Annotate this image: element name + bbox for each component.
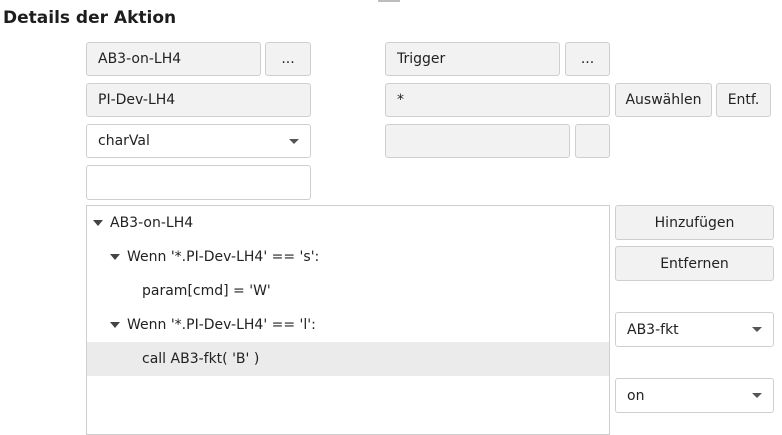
tree-node-label: call AB3-fkt( 'B' )	[142, 351, 260, 367]
remove-button[interactable]: Entfernen	[615, 246, 774, 281]
secondary-field[interactable]	[385, 124, 570, 158]
tree-node-root[interactable]: AB3-on-LH4	[87, 206, 609, 240]
add-button[interactable]: Hinzufügen	[615, 205, 774, 240]
tree-node-action-selected[interactable]: call AB3-fkt( 'B' )	[87, 342, 609, 376]
tree-node-label: param[cmd] = 'W'	[142, 283, 271, 299]
chevron-down-icon	[752, 393, 762, 398]
tree-node-label: AB3-on-LH4	[110, 215, 194, 231]
parameter-dropdown[interactable]: on	[615, 378, 774, 413]
tree-node-condition[interactable]: Wenn '*.PI-Dev-LH4' == 's':	[87, 240, 609, 274]
chevron-down-icon	[289, 138, 299, 144]
chevron-down-icon	[752, 327, 762, 332]
device-field[interactable]: PI-Dev-LH4	[86, 83, 311, 117]
action-tree[interactable]: AB3-on-LH4 Wenn '*.PI-Dev-LH4' == 's': p…	[86, 205, 610, 435]
triangle-down-icon[interactable]	[110, 254, 120, 260]
secondary-field-button[interactable]	[575, 124, 610, 158]
select-button[interactable]: Auswählen	[615, 83, 712, 117]
tree-node-action[interactable]: param[cmd] = 'W'	[87, 274, 609, 308]
triangle-down-icon[interactable]	[110, 322, 120, 328]
filter-field[interactable]: *	[385, 83, 610, 117]
trigger-field[interactable]: Trigger	[385, 42, 560, 76]
delete-button[interactable]: Entf.	[716, 83, 771, 117]
action-name-field[interactable]: AB3-on-LH4	[86, 42, 261, 76]
tree-node-label: Wenn '*.PI-Dev-LH4' == 'l':	[127, 317, 316, 333]
section-title: Details der Aktion	[3, 8, 177, 28]
triangle-down-icon[interactable]	[93, 220, 103, 226]
value-type-dropdown[interactable]: charVal	[86, 124, 311, 158]
parameter-selected: on	[627, 387, 645, 404]
window-grip	[378, 0, 400, 2]
tree-node-condition[interactable]: Wenn '*.PI-Dev-LH4' == 'l':	[87, 308, 609, 342]
extra-input[interactable]	[86, 165, 311, 200]
value-type-selected: charVal	[98, 133, 150, 149]
trigger-browse-button[interactable]: ...	[565, 42, 610, 76]
function-selected: AB3-fkt	[627, 321, 679, 338]
function-dropdown[interactable]: AB3-fkt	[615, 312, 774, 347]
action-name-browse-button[interactable]: ...	[265, 42, 311, 76]
tree-node-label: Wenn '*.PI-Dev-LH4' == 's':	[127, 249, 320, 265]
